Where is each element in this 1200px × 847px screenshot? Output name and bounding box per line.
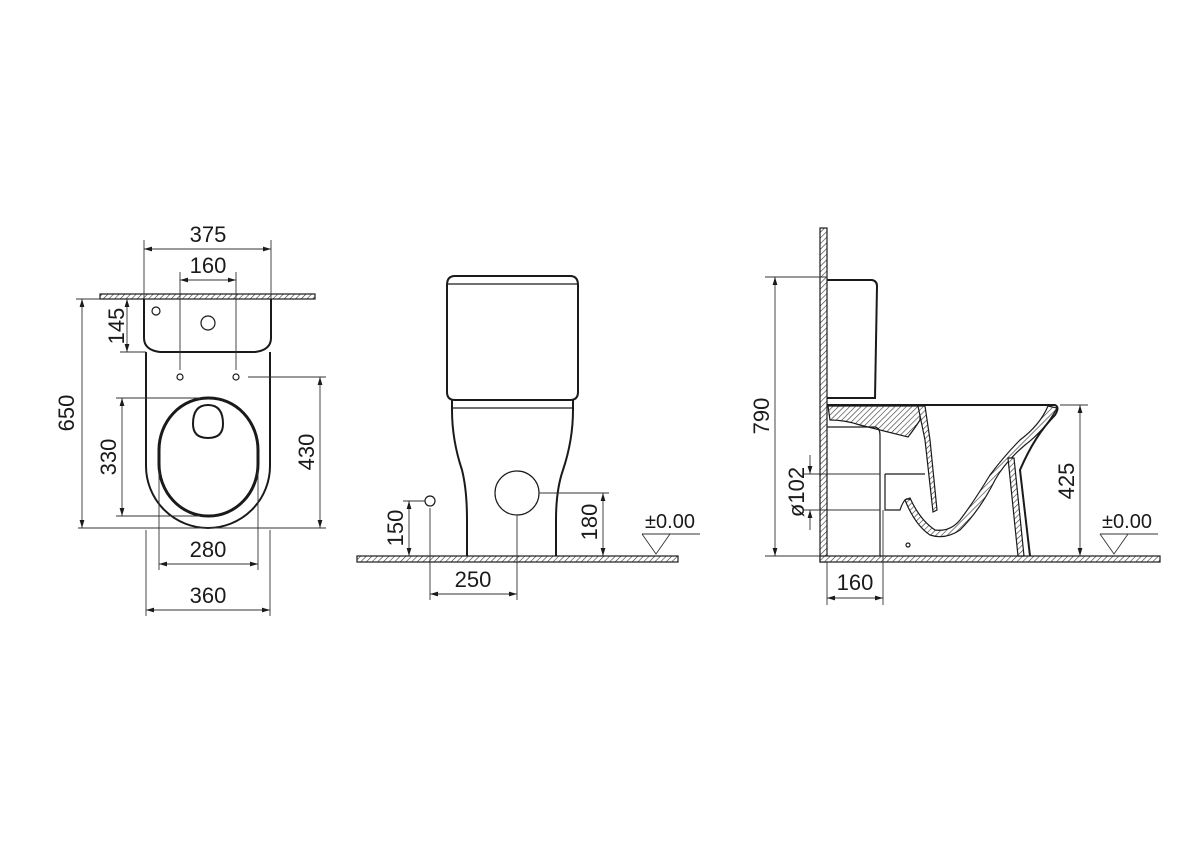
bowl-outline — [145, 352, 271, 529]
dim-label-650: 650 — [54, 395, 79, 432]
cistern-hole — [200, 315, 216, 331]
water-inlet — [424, 495, 436, 507]
level-marker-icon — [1099, 533, 1158, 555]
wall-section — [99, 293, 316, 300]
cistern-front — [446, 275, 579, 401]
front-foot-section — [1007, 457, 1025, 557]
dim-label-160: 160 — [190, 253, 227, 278]
inlet-hole — [151, 306, 161, 316]
dim-label-180: 180 — [577, 504, 602, 541]
front-view: 250 150 180 ±0.00 — [356, 275, 700, 600]
dim-label-430: 430 — [294, 434, 319, 471]
dim-label-425: 425 — [1054, 463, 1079, 500]
dim-label-160-side: 160 — [837, 570, 874, 595]
seat-outline — [157, 396, 260, 518]
trap-wall-section — [917, 405, 938, 513]
dim-label-250: 250 — [455, 567, 492, 592]
dim-label-330: 330 — [96, 439, 121, 476]
floor-section — [819, 555, 1161, 563]
dim-label-150: 150 — [383, 510, 408, 547]
floor-section — [356, 555, 679, 563]
dim-label-280: 280 — [190, 537, 227, 562]
top-view: 375 160 145 650 330 430 280 360 — [54, 222, 326, 616]
rim-section — [827, 405, 921, 438]
side-view: 790 ø102 425 160 ±0.00 — [749, 227, 1161, 605]
floor-level-label: ±0.00 — [1102, 511, 1152, 533]
bowl-rim-outline — [827, 404, 1059, 557]
seat-fixing-hole — [232, 373, 240, 381]
cistern-outline — [143, 299, 272, 353]
outlet-pipe — [827, 426, 925, 556]
outlet-circle — [494, 470, 540, 516]
cistern-side — [827, 279, 879, 399]
dim-label-790: 790 — [749, 398, 774, 435]
pedestal-outline — [451, 400, 574, 556]
dim-label-360: 360 — [190, 583, 227, 608]
dim-label-145: 145 — [104, 308, 129, 345]
seat-hinge-cover — [191, 403, 225, 440]
floor-level-label: ±0.00 — [645, 511, 695, 533]
wall-section — [819, 227, 828, 563]
level-marker-icon — [641, 533, 700, 555]
dim-label-102: ø102 — [784, 467, 809, 517]
dim-label-375: 375 — [190, 222, 227, 247]
seat-fixing-hole — [176, 373, 184, 381]
